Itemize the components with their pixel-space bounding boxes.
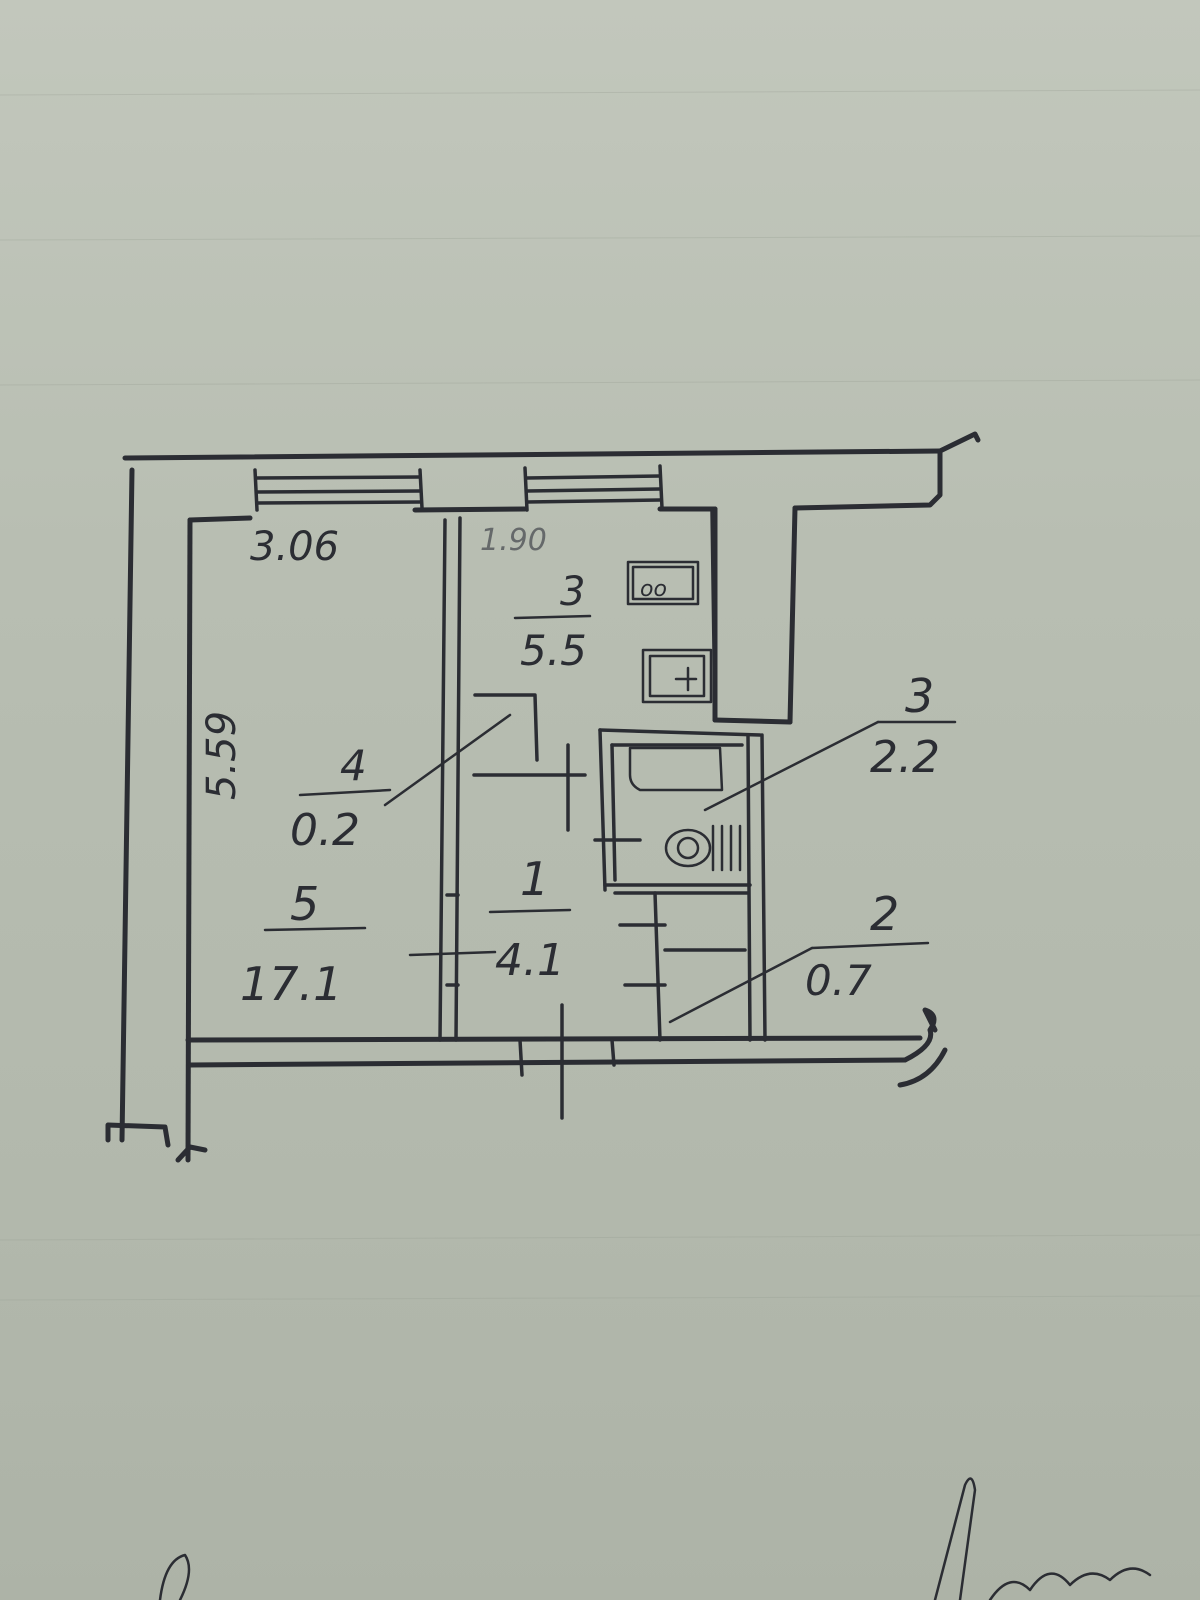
dimension-left-height: 5.59 [199,711,245,800]
room-2-area: 0.7 [805,956,872,1005]
bathtub-icon [628,746,724,792]
interior-partitions [438,508,767,1120]
handwritten-scribble [158,1477,1152,1600]
exterior-walls [105,431,981,1163]
room-3-bath-area: 2.2 [870,732,940,783]
dimension-kitchen-width: 1.90 [480,523,547,558]
kitchen-sink-icon [641,648,713,704]
window-left [253,468,424,512]
area-fraction-bars [263,614,592,932]
room-5-area: 17.1 [240,957,342,1011]
paper-ruling [0,89,1200,1301]
room-4-number: 4 [340,741,367,790]
leader-lines [383,713,957,1024]
toilet-icon [664,824,742,872]
room-4-area: 0.2 [290,805,360,856]
room-3-kitchen-area: 5.5 [520,626,587,675]
dimension-top-width: 3.06 [250,524,339,570]
room-2-number: 2 [870,887,899,941]
ventilation-shaft [712,505,798,725]
room-5-number: 5 [290,877,319,931]
stove-icon [626,560,700,606]
stove-burners-glyph: oo [640,577,667,602]
room-3-bath-number: 3 [905,669,934,723]
window-right [523,464,664,512]
room-1-number: 1 [520,852,549,906]
room-3-kitchen-number: 3 [560,569,585,615]
room-1-area: 4.1 [495,935,565,986]
